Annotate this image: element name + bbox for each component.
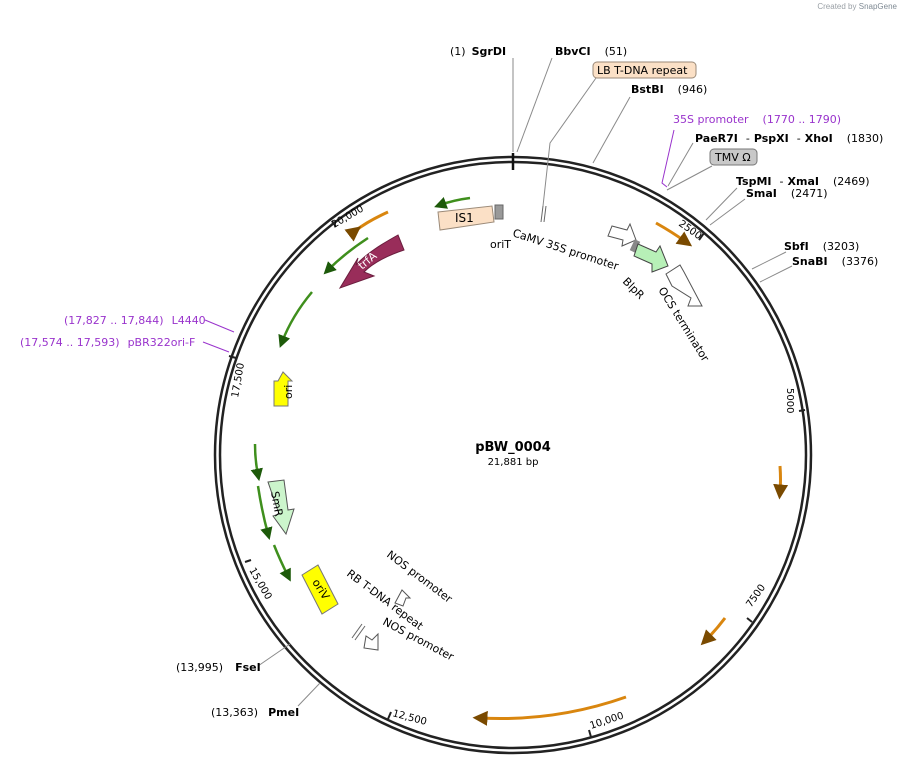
- svg-text:NOS promoter: NOS promoter: [384, 548, 455, 606]
- svg-text:OCS terminator: OCS terminator: [655, 285, 711, 365]
- svg-text:(17,574 .. 17,593)pBR322ori-F: (17,574 .. 17,593)pBR322ori-F: [20, 336, 195, 349]
- backbone-outer: [213, 155, 813, 755]
- site-pmei: (13,363)PmeI: [211, 706, 299, 719]
- tick-marks: [228, 220, 806, 738]
- feature-camv-35s-promoter: CaMV 35S promoter: [511, 222, 637, 273]
- plasmid-name: pBW_0004: [475, 440, 551, 455]
- tick-15000: [244, 559, 252, 563]
- site-xmai-group: TspMI-XmaI(2469): [736, 175, 870, 188]
- svg-text:BlpR: BlpR: [620, 275, 647, 302]
- enzyme-leaders: [257, 57, 793, 707]
- feature-lb-t-dna-repeat: LB T-DNA repeat: [540, 61, 697, 223]
- tick-2500: [698, 232, 705, 241]
- tick-20000: [331, 220, 337, 228]
- primer-35s: 35S promoter(1770 .. 1790): [661, 113, 841, 188]
- feature-orit: oriT: [490, 204, 511, 251]
- plasmid-length: 21,881 bp: [488, 457, 539, 468]
- site-xhoi-group: PaeR7I-PspXI-XhoI(1830): [695, 132, 883, 145]
- tick-12500: [387, 711, 392, 720]
- tick-label-5000: 5000: [784, 388, 795, 413]
- site-bstbi: BstBI(946): [631, 83, 707, 96]
- site-snabi: SnaBI(3376): [792, 255, 878, 268]
- svg-text:CaMV 35S promoter: CaMV 35S promoter: [511, 226, 621, 273]
- svg-text:TMV Ω: TMV Ω: [714, 151, 751, 164]
- snapgene-credit: Created by SnapGene: [817, 2, 897, 11]
- feature-oriv: oriV: [301, 564, 339, 615]
- svg-text:SmR: SmR: [268, 490, 285, 518]
- site-fsei: (13,995)FseI: [176, 661, 261, 674]
- tick-17500: [228, 355, 237, 359]
- feature-nos-promoter-1: NOS promoter: [384, 548, 455, 607]
- svg-text:oriT: oriT: [490, 238, 511, 251]
- snapgene-logo: SnapGene: [858, 2, 897, 11]
- feature-ocs-terminator: OCS terminator: [655, 264, 712, 365]
- site-bbvci: BbvCI(51): [555, 45, 627, 58]
- svg-text:35S promoter(1770 .. 1790): 35S promoter(1770 .. 1790): [673, 113, 841, 126]
- svg-text:(17,827 .. 17,844)L4440: (17,827 .. 17,844)L4440: [64, 314, 206, 327]
- orf-arcs: [344, 210, 789, 726]
- feature-is1: IS1: [437, 205, 495, 231]
- feature-smr: SmR: [267, 479, 295, 536]
- feature-ori: ori: [273, 371, 295, 407]
- tick-5000: [798, 409, 806, 412]
- site-smai: SmaI(2471): [746, 187, 827, 200]
- feature-trfa: trfA: [338, 234, 405, 289]
- tick-7500: [746, 617, 753, 623]
- misc-arcs: [250, 196, 471, 582]
- site-sgrdi: (1)SgrDI: [450, 45, 506, 58]
- svg-text:IS1: IS1: [455, 211, 474, 225]
- primer-pbr322ori-f: (17,574 .. 17,593)pBR322ori-F: [20, 336, 230, 353]
- svg-text:LB T-DNA repeat: LB T-DNA repeat: [597, 64, 688, 77]
- feature-tmv-omega: TMV Ω: [709, 148, 758, 166]
- site-sbfi: SbfI(3203): [784, 240, 859, 253]
- backbone-inner: [218, 160, 808, 750]
- svg-text:ori: ori: [282, 385, 295, 399]
- tick-10000: [588, 729, 592, 738]
- primer-l4440: (17,827 .. 17,844)L4440: [64, 314, 235, 333]
